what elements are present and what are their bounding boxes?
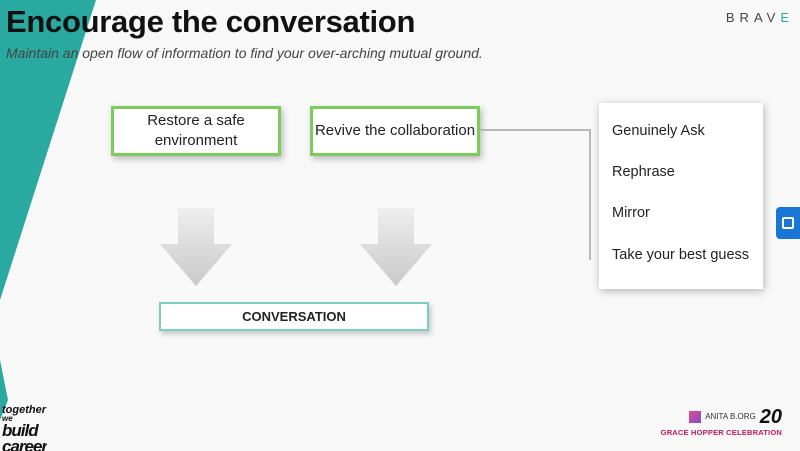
year-number: 20	[759, 406, 782, 428]
anitab-mark-icon	[689, 411, 702, 423]
anitab-ghc-logo: ANITA B.ORG 20 GRACE HOPPER CELEBRATION	[661, 407, 782, 437]
down-arrow-icon	[160, 208, 232, 286]
together-we-build-career-logo: together we build career	[2, 404, 48, 451]
screen-share-button[interactable]	[776, 207, 800, 239]
techniques-panel: Genuinely Ask Rephrase Mirror Take your …	[599, 103, 763, 289]
brand-logo: BRAVE	[726, 10, 794, 25]
restore-environment-box: Restore a safe environment	[111, 106, 281, 156]
technique-item: Mirror	[612, 205, 650, 221]
event-name: GRACE HOPPER CELEBRATION	[660, 428, 782, 437]
down-arrow-icon	[360, 208, 432, 286]
brand-text: BRAV	[725, 10, 781, 25]
revive-collaboration-box: Revive the collaboration	[310, 106, 480, 156]
screen-share-icon	[782, 217, 794, 229]
conversation-box: CONVERSATION	[159, 302, 429, 331]
logo-line: career	[2, 439, 48, 451]
logo-line: we	[2, 414, 13, 424]
technique-item: Take your best guess	[612, 247, 750, 263]
technique-item: Rephrase	[612, 164, 675, 180]
anitab-text: ANITA B.ORG	[705, 412, 756, 421]
logo-line: build	[2, 421, 39, 441]
slide-subtitle: Maintain an open flow of information to …	[6, 45, 483, 61]
logo-line: together	[2, 404, 46, 416]
technique-item: Genuinely Ask	[612, 123, 705, 139]
slide-title: Encourage the conversation	[6, 4, 416, 39]
brand-text-faded: E	[780, 10, 794, 25]
